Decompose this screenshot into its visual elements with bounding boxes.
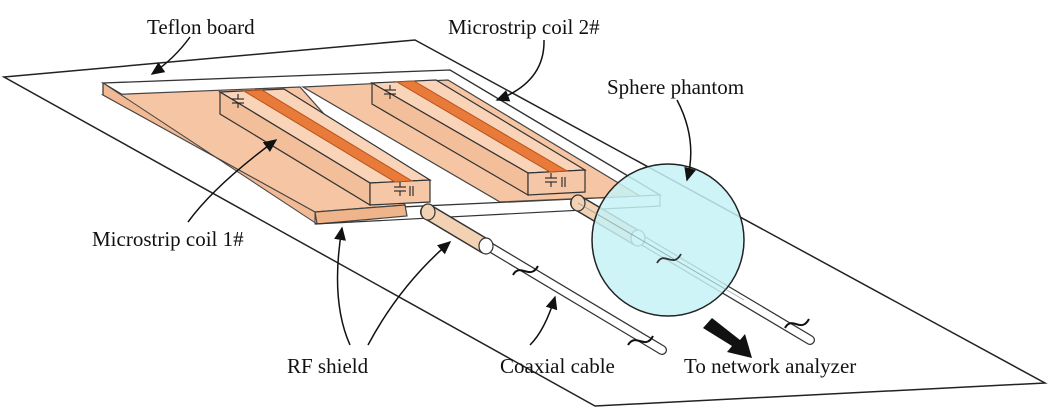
coil-2-leader bbox=[495, 39, 545, 102]
cable-break-icon bbox=[627, 335, 654, 346]
capacitor-icon bbox=[232, 94, 244, 108]
network-analyzer-label: To network analyzer bbox=[684, 354, 856, 378]
coil-1-label: Microstrip coil 1# bbox=[92, 227, 244, 251]
microstrip-coil-2 bbox=[300, 79, 643, 203]
sphere-phantom-label: Sphere phantom bbox=[607, 75, 744, 99]
coaxial-cable-label: Coaxial cable bbox=[500, 354, 615, 378]
rf-shield-leader-1 bbox=[334, 226, 351, 346]
network-analyzer-arrow-icon bbox=[703, 318, 752, 358]
capacitor-icon bbox=[394, 182, 414, 196]
coaxial-cable-1 bbox=[420, 203, 667, 355]
rf-shield-label: RF shield bbox=[287, 354, 369, 378]
microstrip-coil-1 bbox=[100, 82, 432, 225]
sphere-phantom bbox=[577, 163, 745, 317]
cable-break-icon bbox=[784, 318, 810, 329]
coil-2-strip bbox=[395, 80, 569, 173]
coaxial-cable-leader bbox=[529, 295, 558, 346]
teflon-board-label: Teflon board bbox=[147, 15, 255, 39]
coil-2-label: Microstrip coil 2# bbox=[448, 15, 600, 39]
rf-shield-leader-2 bbox=[367, 241, 452, 346]
cable-break-icon bbox=[656, 253, 682, 264]
coil-1-strip bbox=[242, 89, 414, 183]
coil-1-leader bbox=[187, 139, 278, 223]
leader-lines bbox=[150, 36, 696, 346]
sphere-phantom-leader bbox=[676, 99, 696, 182]
capacitor-icon bbox=[545, 173, 566, 187]
cable-break-icon bbox=[512, 265, 539, 276]
teflon-board-leader bbox=[150, 36, 191, 75]
coil-1-plate-front bbox=[314, 204, 408, 225]
capacitor-icon bbox=[384, 85, 396, 99]
